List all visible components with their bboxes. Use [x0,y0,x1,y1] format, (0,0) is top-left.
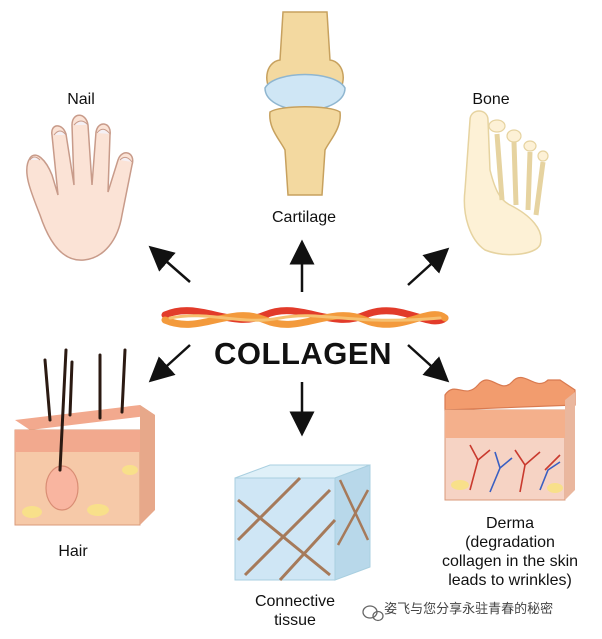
label-connective-line2: tissue [274,612,316,629]
label-derma-line4: leads to wrinkles) [448,572,572,589]
label-derma-line3: collagen in the skin [441,553,579,570]
foot-bone-icon [463,110,549,256]
arrow-to-bone [407,247,450,286]
label-bone: Bone [472,91,510,108]
wechat-icon [362,605,384,622]
derma-skin-icon [444,376,576,501]
hand-icon [26,114,134,261]
collagen-fiber-icon [161,307,449,328]
connective-tissue-cube-icon [234,464,371,582]
watermark-caption: 姿飞与您分享永驻青春的秘密 [384,602,554,617]
label-connective-line1: Connective [254,593,336,610]
arrows [148,239,450,437]
knee-joint-icon [264,11,346,196]
label-cartilage: Cartilage [271,209,337,226]
arrow-to-derma [407,344,450,383]
watermark-text: 姿飞与您分享永驻青春的秘密 [362,598,592,617]
arrow-to-nail [148,245,191,283]
arrow-to-hair [148,344,191,383]
label-derma-line1: Derma [485,515,534,532]
diagram-title: COLLAGEN [214,336,392,371]
label-nail: Nail [67,91,95,108]
hair-skin-icon [14,348,155,526]
label-hair: Hair [58,543,88,560]
label-derma-line2: (degradation [465,534,555,551]
